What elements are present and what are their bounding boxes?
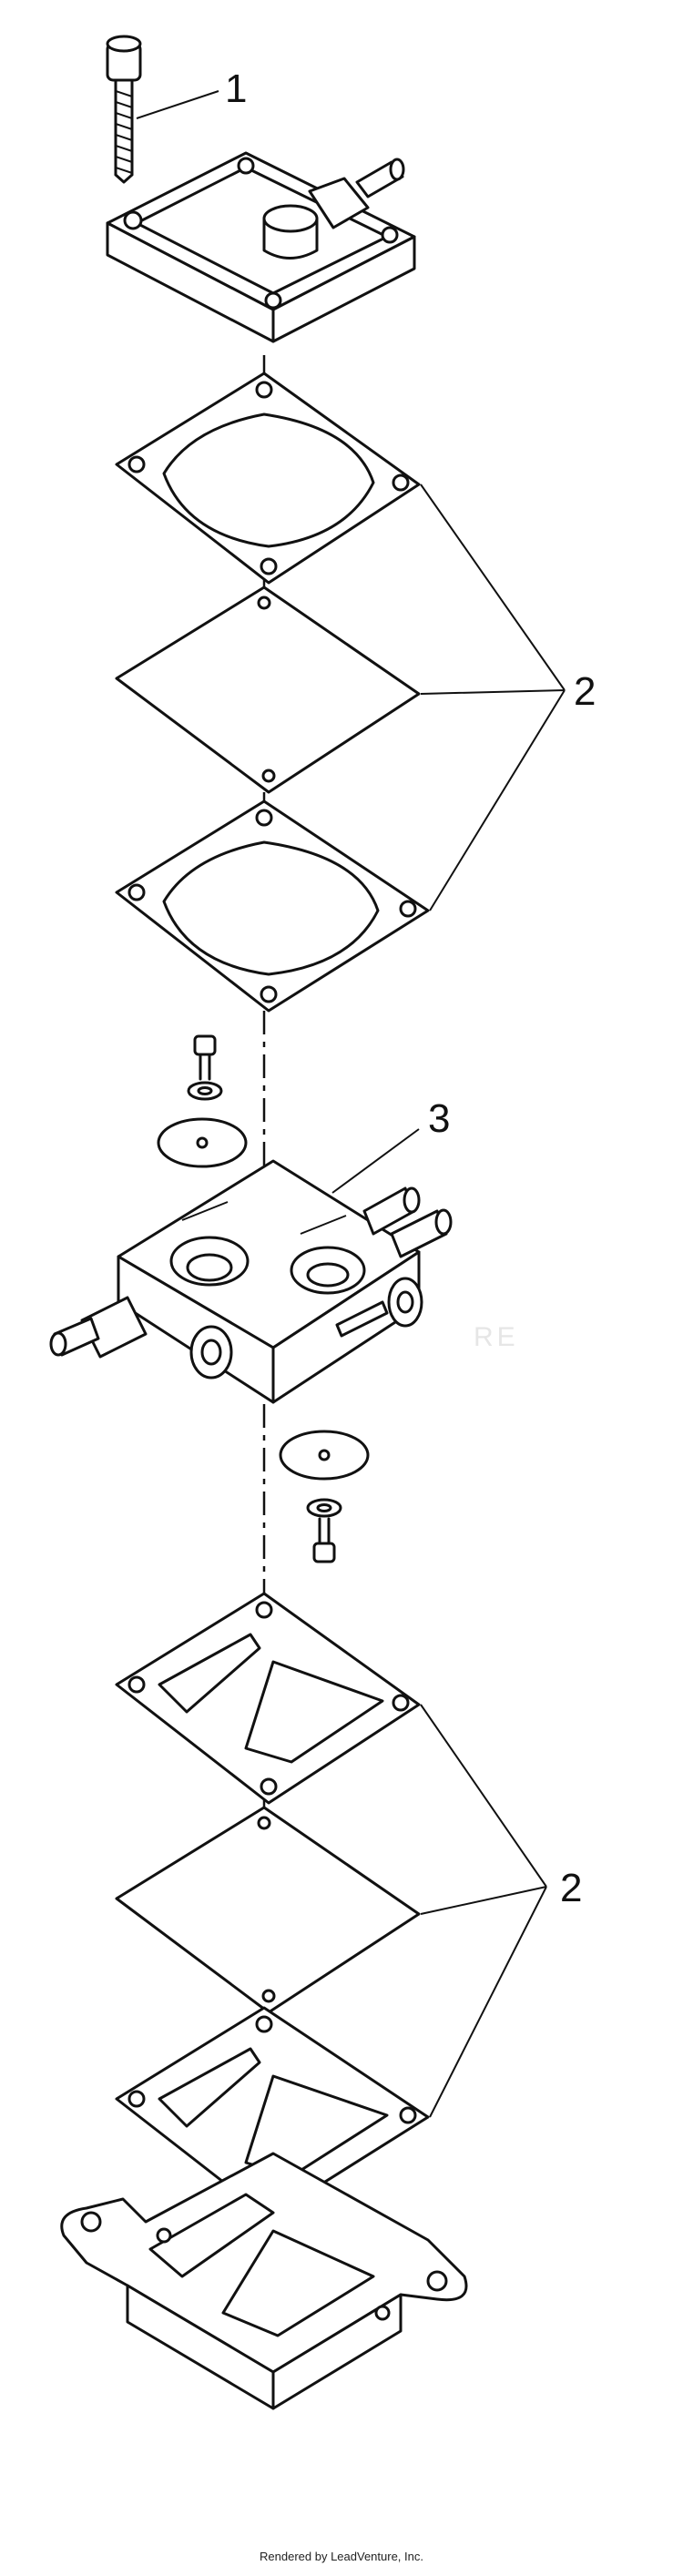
footer-credit: Rendered by LeadVenture, Inc. — [260, 2550, 423, 2563]
gasket-upper-open-2 — [115, 799, 430, 1013]
pump-base-plate — [60, 2152, 468, 2410]
gasket-lower-divided-2 — [115, 2006, 430, 2219]
callout-2-upper: 2 — [574, 669, 596, 714]
screw-part-1 — [106, 35, 142, 184]
diaphragm-upper-plain — [115, 585, 421, 794]
callout-1: 1 — [225, 66, 247, 111]
leader-line-1 — [136, 90, 219, 119]
gasket-lower-divided — [115, 1592, 421, 1805]
valve-screw-upper — [157, 1034, 248, 1168]
leader-lines-2-lower — [420, 1704, 547, 2118]
valve-screw-lower — [279, 1430, 370, 1563]
leader-lines-2-upper — [420, 484, 566, 911]
diaphragm-lower-plain — [115, 1806, 421, 2014]
callout-2-lower: 2 — [560, 1866, 582, 1910]
pump-top-cover — [106, 151, 416, 343]
pump-body-part-3 — [49, 1159, 453, 1404]
watermark-text: RE — [474, 1322, 519, 1352]
leader-line-3 — [331, 1128, 420, 1194]
gasket-upper-open — [115, 372, 421, 585]
callout-3: 3 — [428, 1096, 450, 1141]
